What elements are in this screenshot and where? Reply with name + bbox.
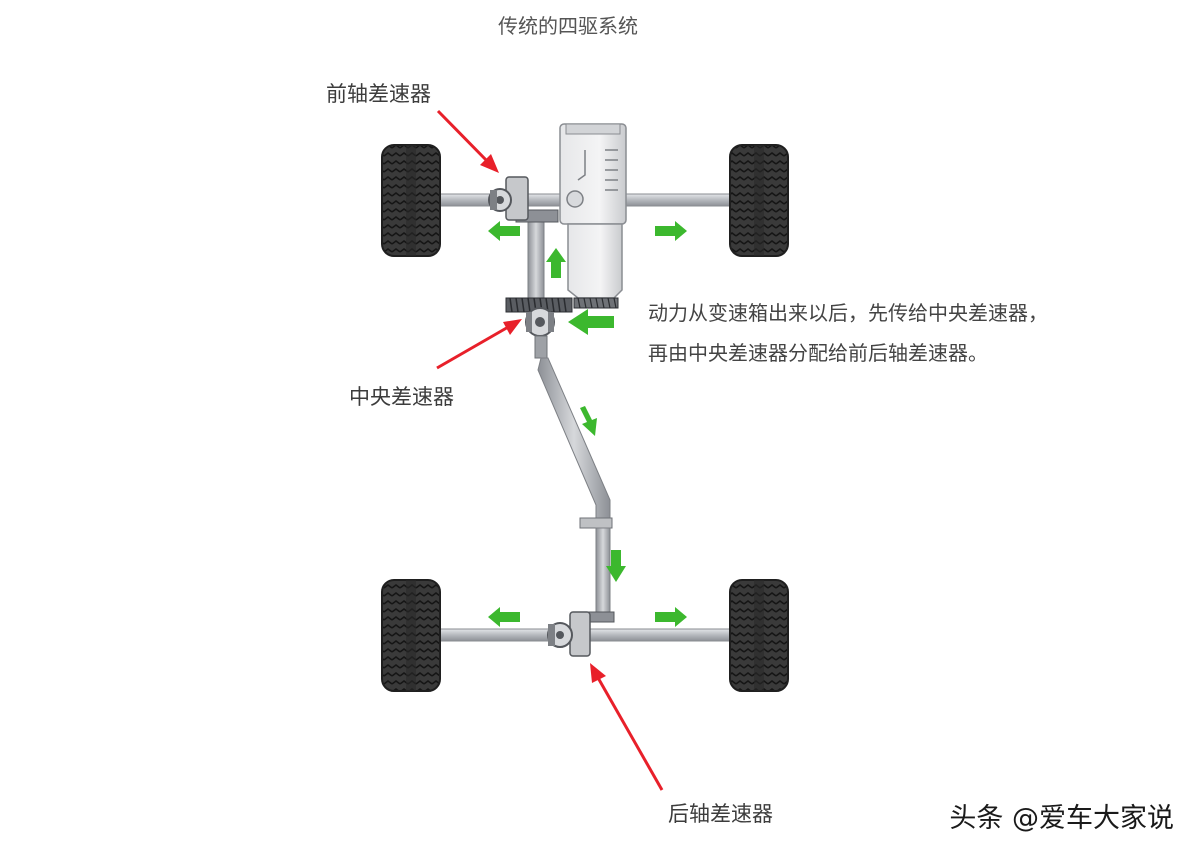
front-diff-label: 前轴差速器 xyxy=(326,82,431,106)
description: 动力从变速箱出来以后，先传给中央差速器， 再由中央差速器分配给前后轴差速器。 xyxy=(648,293,1048,373)
engine xyxy=(559,123,627,225)
front-output-shaft xyxy=(527,215,545,307)
front-diff-pointer xyxy=(436,109,499,173)
rear-differential xyxy=(547,611,615,657)
flow-arrow-front-up xyxy=(546,248,566,278)
rear-right-wheel xyxy=(729,579,789,692)
power-flow-arrows xyxy=(488,221,687,627)
flow-arrow-shaft-down-1 xyxy=(580,406,597,436)
flow-arrow-front-right xyxy=(655,221,687,241)
rear-left-wheel xyxy=(381,579,441,692)
rear-diff-label: 后轴差速器 xyxy=(668,802,773,826)
center-diff-pointer xyxy=(436,319,522,370)
center-differential xyxy=(525,307,555,337)
center-diff-label: 中央差速器 xyxy=(349,385,454,409)
description-line-2: 再由中央差速器分配给前后轴差速器。 xyxy=(648,341,988,365)
watermark: 头条 @爱车大家说 xyxy=(949,803,1174,834)
front-left-wheel xyxy=(381,144,441,257)
rear-diff-pointer xyxy=(590,663,664,791)
transmission xyxy=(567,223,623,307)
description-line-1: 动力从变速箱出来以后，先传给中央差速器， xyxy=(648,301,1048,325)
front-differential xyxy=(488,176,559,223)
center-transfer-gear xyxy=(505,297,619,313)
front-right-wheel xyxy=(729,144,789,257)
flow-arrow-shaft-down-2 xyxy=(606,550,626,582)
flow-arrow-rear-right xyxy=(655,607,687,627)
pointer-arrows xyxy=(436,109,664,791)
flow-arrow-rear-left xyxy=(488,607,520,627)
rear-propeller-shaft xyxy=(534,335,613,621)
flow-arrow-center-in xyxy=(568,309,614,335)
page-title: 传统的四驱系统 xyxy=(498,14,638,38)
flow-arrow-front-left xyxy=(488,221,520,241)
